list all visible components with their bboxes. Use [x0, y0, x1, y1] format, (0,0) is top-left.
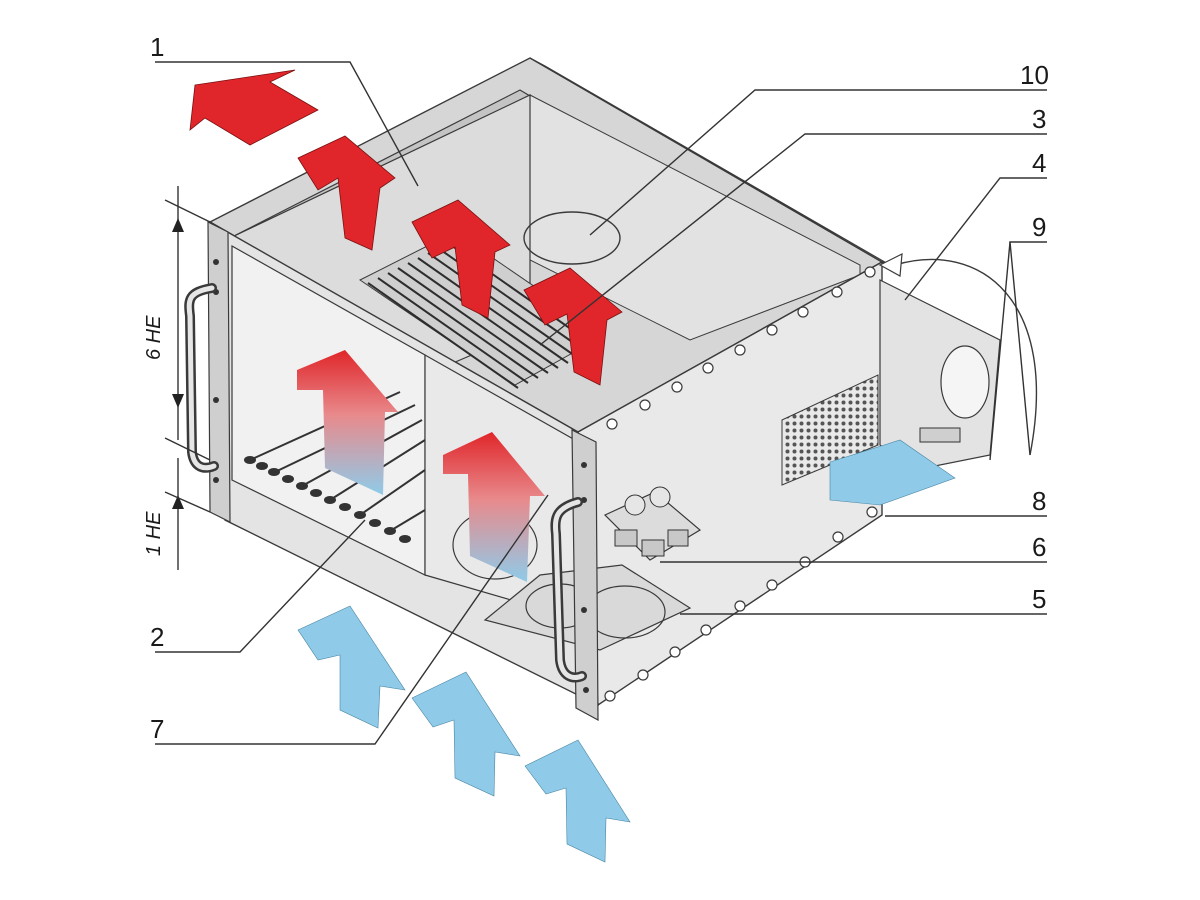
hot-air-arrow — [189, 69, 319, 146]
front-handle-left-inner — [186, 285, 217, 471]
callout-labels: 1 10 3 4 9 8 6 5 2 7 — [150, 32, 1049, 744]
callout-4: 4 — [1032, 148, 1046, 178]
side-screws — [604, 266, 878, 702]
callout-10: 10 — [1020, 60, 1049, 90]
dimension-label-1he: 1 HE — [143, 511, 165, 556]
ventilation-grille — [781, 374, 879, 486]
rear-fan-unit — [879, 279, 1001, 471]
front-flange-left — [207, 221, 231, 523]
swing-arrow-head — [878, 252, 903, 277]
hot-air-arrow — [523, 267, 623, 386]
top-fan — [523, 211, 621, 265]
front-handle-right-inner — [552, 499, 585, 680]
hot-air-arrow — [411, 199, 511, 319]
cool-air-arrows — [297, 439, 956, 863]
hot-air-arrow — [297, 135, 396, 251]
power-supply-board — [603, 486, 702, 561]
cool-air-arrow — [829, 439, 956, 506]
rack-housing — [184, 57, 1038, 722]
callout-3: 3 — [1032, 104, 1046, 134]
card-guides-top — [367, 242, 599, 389]
callout-6: 6 — [1032, 532, 1046, 562]
leader-lines — [155, 61, 1047, 745]
warming-air-arrows — [297, 350, 545, 582]
cool-air-arrow — [297, 605, 406, 729]
callout-1: 1 — [150, 32, 164, 62]
cool-air-arrow — [411, 671, 521, 797]
dimension-label-6he: 6 HE — [143, 315, 165, 360]
callout-5: 5 — [1032, 584, 1046, 614]
callout-2: 2 — [150, 622, 164, 652]
height-dimension: 6 HE 1 HE — [143, 186, 211, 570]
callout-9: 9 — [1032, 212, 1046, 242]
callout-8: 8 — [1032, 486, 1046, 516]
cool-air-arrow — [524, 739, 631, 863]
warming-air-arrow — [297, 350, 398, 495]
warming-air-arrow — [443, 432, 545, 582]
hot-air-arrows — [189, 69, 623, 386]
callout-7: 7 — [150, 714, 164, 744]
